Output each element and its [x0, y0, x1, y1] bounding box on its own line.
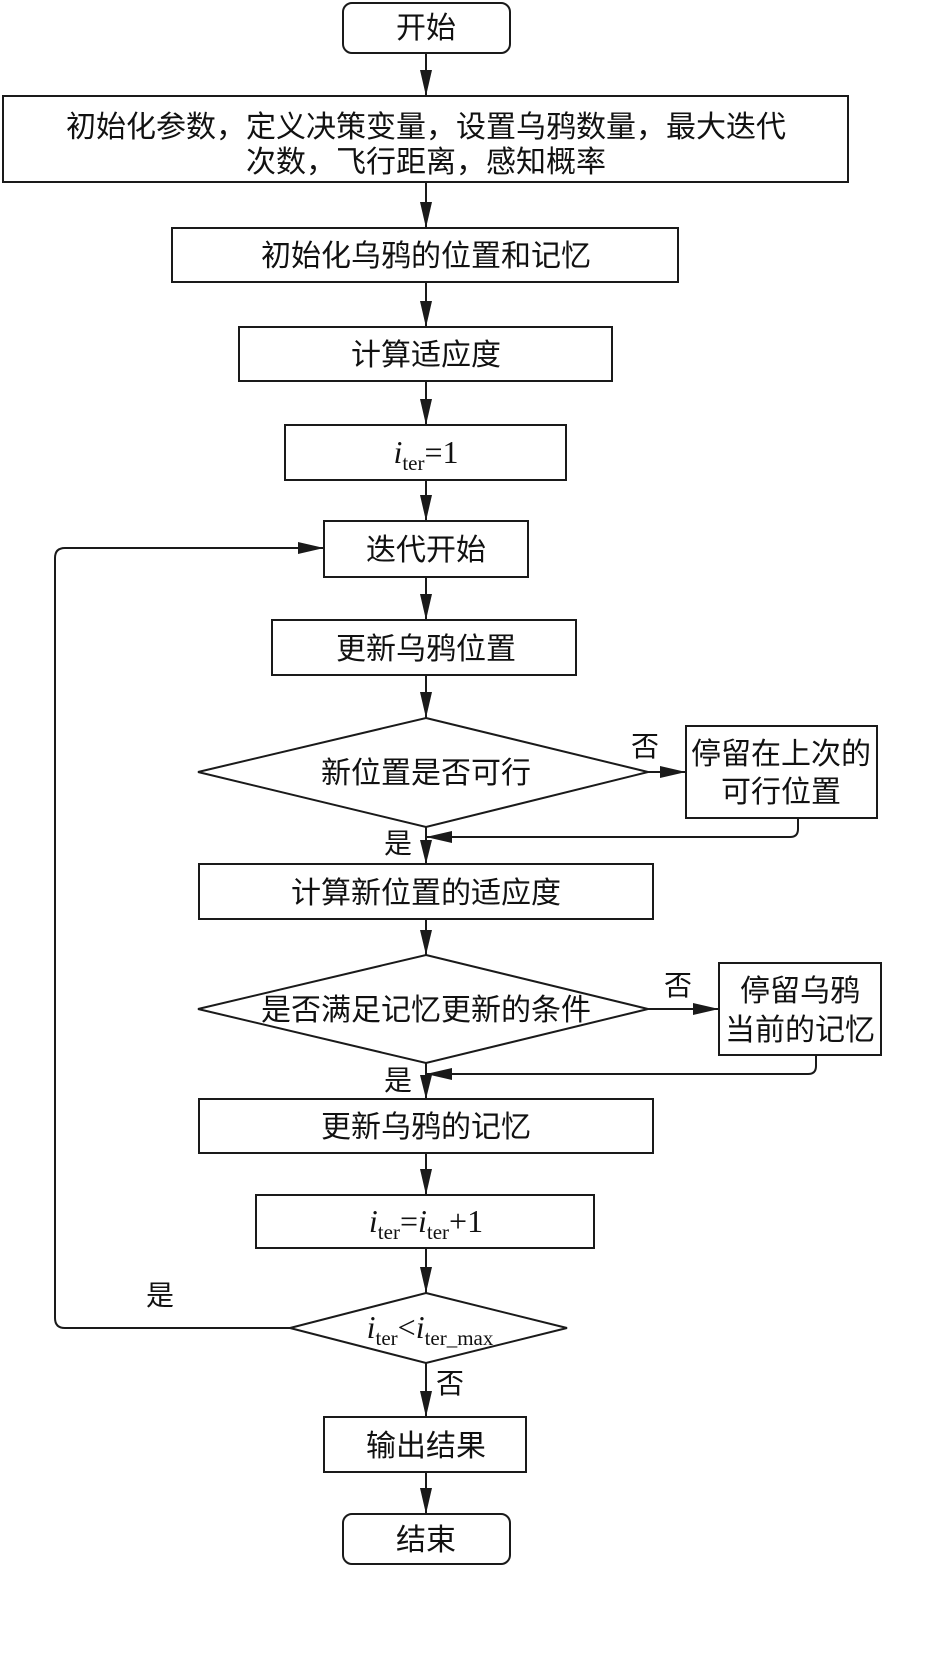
node-feasible-label: 新位置是否可行 [321, 756, 531, 791]
arrow-initcrows-calcfitness [420, 301, 432, 327]
arrow-updatemem-iterinc [420, 1169, 432, 1195]
arrow-calcfitness-iterinit [420, 399, 432, 425]
node-iter-init: iter=1 [284, 424, 567, 481]
arrow-calcnew-memcond [420, 930, 432, 955]
node-iter-start: 迭代开始 [323, 520, 529, 578]
node-iter-inc: iter=iter+1 [255, 1194, 595, 1249]
iter-sub: ter [378, 1220, 400, 1244]
connectors [54, 53, 817, 1514]
edge-label-loop-no: 否 [436, 1367, 464, 1400]
arrow-iterinc-itercheck [420, 1267, 432, 1293]
arrow-keepmem-return [426, 1068, 452, 1080]
node-update-pos-label: 更新乌鸦位置 [336, 632, 516, 667]
node-update-mem-label: 更新乌鸦的记忆 [321, 1110, 531, 1145]
iter-sub-2: ter_max [425, 1326, 494, 1350]
node-start: 开始 [342, 2, 511, 54]
node-init-crows: 初始化乌鸦的位置和记忆 [171, 227, 679, 283]
node-stay-prev: 停留在上次的 可行位置 [685, 725, 878, 819]
iter-op: < [398, 1309, 416, 1345]
iter-var: i [369, 1203, 378, 1239]
arrow-stayprev-return [426, 831, 452, 843]
node-init-crows-label: 初始化乌鸦的位置和记忆 [261, 239, 591, 274]
iter-rhs: =1 [425, 434, 459, 470]
iter-rhs: +1 [449, 1203, 483, 1239]
iter-sub: ter [402, 451, 424, 475]
node-keep-mem-line-2: 当前的记忆 [725, 1013, 875, 1048]
node-calc-new-fitness-label: 计算新位置的适应度 [291, 876, 561, 911]
edge-stayprev-return [426, 818, 799, 838]
arrow-updatepos-feasible [420, 692, 432, 718]
arrow-iterinit-iterstart [420, 495, 432, 521]
edge-label-mem-yes: 是 [384, 1064, 412, 1097]
node-calc-new-fitness: 计算新位置的适应度 [198, 863, 654, 920]
node-feasible-decision: 新位置是否可行 [197, 716, 649, 829]
iter-sub-2: ter [427, 1220, 449, 1244]
iter-var: i [367, 1309, 376, 1345]
edge-label-feasible-yes: 是 [384, 827, 412, 860]
node-calc-fitness: 计算适应度 [238, 326, 613, 382]
arrow-start-initparams [420, 70, 432, 96]
node-iter-check-label: iter<iter_max [367, 1309, 494, 1350]
iter-var-2: i [418, 1203, 427, 1239]
node-init-params: 初始化参数，定义决策变量，设置乌鸦数量，最大迭代 次数，飞行距离，感知概率 [2, 95, 849, 183]
iter-var: i [393, 434, 402, 470]
node-output-label: 输出结果 [366, 1429, 486, 1464]
node-mem-cond-decision: 是否满足记忆更新的条件 [197, 953, 649, 1065]
edge-label-feasible-no: 否 [631, 730, 659, 763]
arrow-initparams-initcrows [420, 202, 432, 228]
arrow-feasible-calcnew [420, 840, 432, 864]
node-update-mem: 更新乌鸦的记忆 [198, 1098, 654, 1154]
node-stay-prev-line-2: 可行位置 [721, 775, 841, 810]
arrow-feasible-stayprev [660, 766, 686, 778]
node-iter-start-label: 迭代开始 [366, 533, 486, 568]
arrow-memcond-keepmem [693, 1003, 719, 1015]
node-end-label: 结束 [396, 1523, 456, 1558]
edge-itercheck-loop [54, 547, 324, 1329]
node-iter-check-decision: iter<iter_max [289, 1291, 568, 1365]
edge-label-mem-no: 否 [664, 969, 692, 1002]
node-init-params-line-2: 次数，飞行距离，感知概率 [246, 145, 606, 180]
node-iter-init-label: iter=1 [393, 434, 458, 475]
node-output: 输出结果 [323, 1416, 527, 1473]
iter-var-2: i [416, 1309, 425, 1345]
arrow-itercheck-output [420, 1391, 432, 1417]
edge-keepmem-return [426, 1055, 817, 1075]
iter-eq: = [400, 1203, 418, 1239]
arrow-memcond-updatemem [420, 1075, 432, 1099]
node-mem-cond-label: 是否满足记忆更新的条件 [261, 993, 591, 1028]
arrow-itercheck-loop [298, 542, 324, 554]
node-iter-inc-label: iter=iter+1 [369, 1203, 483, 1244]
edge-label-loop-yes: 是 [146, 1279, 174, 1312]
node-init-params-line-1: 初始化参数，定义决策变量，设置乌鸦数量，最大迭代 [66, 110, 786, 145]
node-start-label: 开始 [396, 11, 456, 46]
arrow-iterstart-updatepos [420, 594, 432, 620]
iter-sub: ter [375, 1326, 397, 1350]
arrow-output-end [420, 1488, 432, 1514]
node-end: 结束 [342, 1513, 511, 1565]
node-keep-mem-line-1: 停留乌鸦 [740, 974, 860, 1009]
node-update-pos: 更新乌鸦位置 [271, 619, 577, 676]
node-calc-fitness-label: 计算适应度 [351, 338, 501, 373]
node-keep-mem: 停留乌鸦 当前的记忆 [718, 962, 882, 1056]
node-stay-prev-line-1: 停留在上次的 [691, 737, 871, 772]
